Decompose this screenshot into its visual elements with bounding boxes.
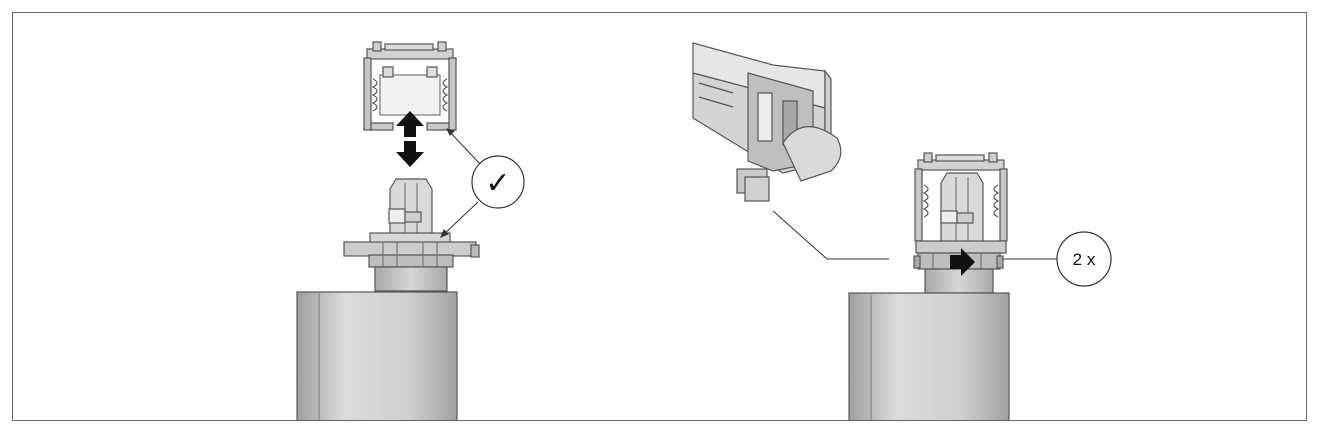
step1-illustration: ✓ (296, 41, 525, 420)
step1-adapter (343, 178, 480, 292)
step2-track-segment (692, 42, 842, 202)
step2-luminaire-body (848, 292, 1010, 420)
step2-rotate-arrow (950, 248, 975, 276)
diagram-frame: ✓ (12, 12, 1307, 421)
step1-check-callout: ✓ (471, 155, 525, 209)
count-label: 2 x (1073, 250, 1096, 269)
step1-up-down-arrow (396, 111, 424, 167)
step2-detail-leader (772, 210, 889, 260)
step2-track-with-adapter (913, 152, 1008, 294)
installation-diagram: ✓ (296, 41, 1112, 420)
step2-illustration: 2 x (692, 42, 1112, 420)
check-icon: ✓ (485, 166, 510, 201)
step1-luminaire-body (296, 291, 458, 420)
step1-callout-leaders (440, 128, 481, 238)
step2-count-callout: 2 x (1056, 231, 1112, 287)
